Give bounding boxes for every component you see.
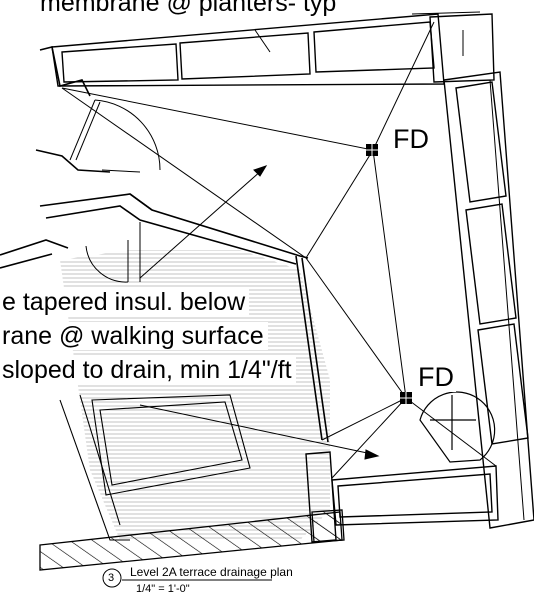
right-planters bbox=[443, 71, 534, 529]
leader-lines bbox=[411, 11, 481, 15]
middle-note-line-3: sloped to drain, min 1/4"/ft bbox=[0, 356, 296, 384]
middle-note-line-2: rane @ walking surface bbox=[0, 322, 268, 350]
tree-symbol bbox=[419, 391, 496, 463]
plan-title: Level 2A terrace drainage plan bbox=[130, 565, 293, 579]
building-walls bbox=[0, 46, 329, 443]
doors bbox=[69, 99, 161, 283]
floor-drain-2 bbox=[400, 392, 412, 404]
title-number: 3 bbox=[108, 572, 115, 584]
plan-scale: 1/4" = 1'-0" bbox=[136, 583, 190, 595]
middle-note-line-1: e tapered insul. below bbox=[0, 288, 250, 316]
slope-lines bbox=[61, 21, 497, 479]
top-planters bbox=[51, 13, 495, 87]
floor-drain-label-2: FD bbox=[416, 362, 456, 392]
top-note: membrane @ planters- typ bbox=[38, 0, 339, 17]
slope-arrows bbox=[139, 165, 380, 460]
hatched-wall bbox=[39, 509, 345, 571]
floor-drain-label-1: FD bbox=[393, 124, 429, 154]
floor-drain-1 bbox=[366, 144, 378, 156]
title-block bbox=[102, 568, 272, 588]
